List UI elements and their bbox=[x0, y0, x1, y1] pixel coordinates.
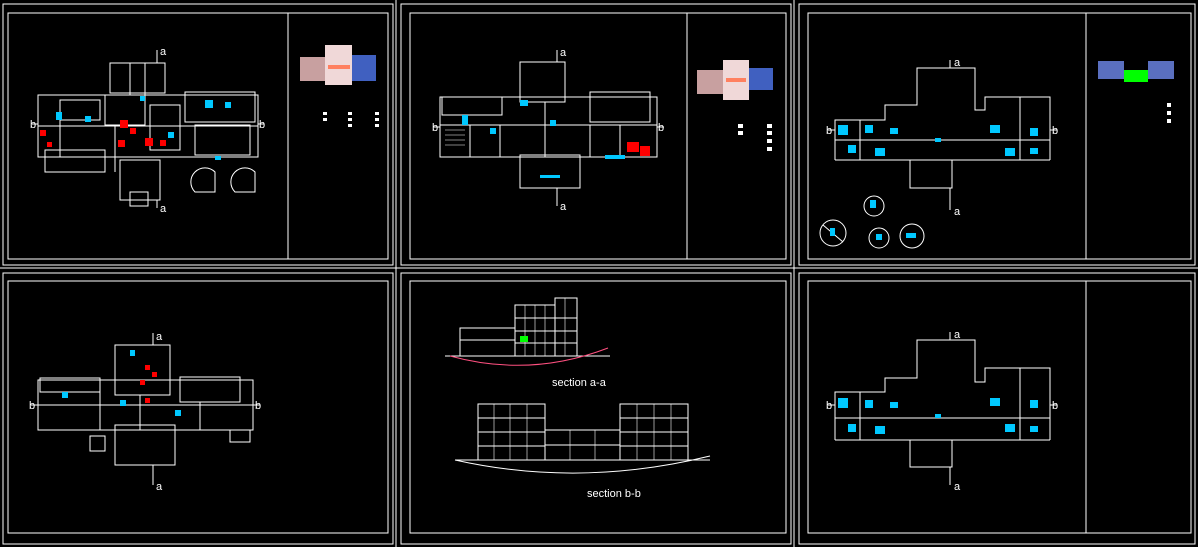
sheet-3-axis-labels: a b b a bbox=[826, 57, 1058, 218]
sheet-frame-6-outer bbox=[798, 272, 1196, 545]
axis-label-top: a bbox=[156, 331, 163, 343]
sheet-2-key-plan bbox=[697, 60, 773, 151]
axis-label-right: b bbox=[259, 119, 265, 131]
sheet-4-fixtures bbox=[62, 350, 181, 416]
section-bb-label: section b-b bbox=[587, 488, 641, 500]
sheet-1-floor-plan bbox=[32, 50, 264, 208]
axis-label-left: b bbox=[29, 400, 35, 412]
sheet-frame-5-inner bbox=[409, 280, 787, 534]
sheet-1-key-plan bbox=[300, 45, 379, 127]
sheet-frame-2-inner bbox=[409, 12, 787, 260]
sheet-1-fixtures bbox=[40, 96, 231, 160]
axis-label-right: b bbox=[1052, 400, 1058, 412]
axis-label-bottom: a bbox=[560, 201, 567, 213]
sheet-3-fixtures bbox=[830, 125, 1038, 240]
axis-label-right: b bbox=[658, 122, 664, 134]
sheet-frame-5-outer bbox=[400, 272, 792, 545]
sheet-frame-3-inner bbox=[807, 12, 1192, 260]
axis-label-bottom: a bbox=[160, 203, 167, 215]
axis-label-bottom: a bbox=[156, 481, 163, 493]
section-aa-label: section a-a bbox=[552, 377, 607, 389]
axis-label-top: a bbox=[160, 46, 167, 58]
sheet-frame-3-outer bbox=[798, 3, 1196, 266]
sheet-6-axis-labels: a b b a bbox=[826, 329, 1058, 493]
sheet-frame-2-outer bbox=[400, 3, 792, 266]
sheet-frame-1-outer bbox=[2, 3, 394, 266]
sheet-6-fixtures bbox=[838, 398, 1038, 434]
axis-label-right: b bbox=[1052, 125, 1058, 137]
axis-label-left: b bbox=[826, 400, 832, 412]
axis-label-left: b bbox=[432, 122, 438, 134]
section-aa-accent bbox=[520, 336, 528, 342]
sheet-3-floor-plan bbox=[819, 60, 1057, 249]
sheet-1-axis-labels: a b b a bbox=[30, 46, 265, 215]
axis-label-bottom: a bbox=[954, 206, 961, 218]
sheet-6-floor-plan bbox=[828, 332, 1057, 485]
axis-label-left: b bbox=[30, 119, 36, 131]
axis-label-top: a bbox=[954, 57, 961, 69]
sheet-frame-4-inner bbox=[7, 280, 389, 534]
sheet-5-section-aa bbox=[445, 297, 610, 366]
sheet-frame-6-inner bbox=[807, 280, 1192, 534]
sheet-3-key-plan bbox=[1098, 61, 1174, 123]
sheet-5-section-bb bbox=[454, 403, 711, 474]
sheet-2-axis-labels: a b b a bbox=[432, 47, 664, 213]
axis-label-top: a bbox=[560, 47, 567, 59]
sheet-2-floor-plan bbox=[433, 50, 664, 206]
sheet-frame-4-outer bbox=[2, 272, 394, 545]
axis-label-right: b bbox=[255, 400, 261, 412]
axis-label-bottom: a bbox=[954, 481, 961, 493]
axis-label-left: b bbox=[826, 125, 832, 137]
sheet-2-fixtures bbox=[462, 100, 650, 178]
axis-label-top: a bbox=[954, 329, 961, 341]
sheet-frame-1-inner bbox=[7, 12, 389, 260]
sheet-4-axis-labels: a b b a bbox=[29, 331, 261, 493]
sheet-4-floor-plan bbox=[31, 333, 260, 485]
